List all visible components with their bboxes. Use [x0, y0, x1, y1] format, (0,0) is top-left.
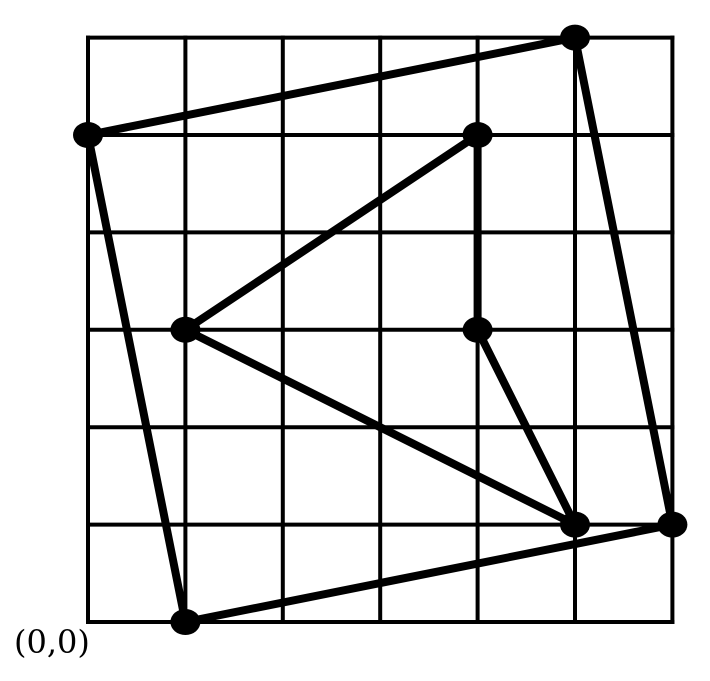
outer-polygon-vertex [170, 609, 201, 635]
points [73, 24, 688, 635]
outer-polygon-vertex [560, 24, 590, 51]
inner-polygon-vertex [560, 511, 590, 538]
outer-polygon-vertex [657, 511, 688, 538]
inner-polygon-vertex [462, 122, 493, 148]
origin-label: (0,0) [14, 623, 90, 661]
inner-polygon-vertex [462, 316, 493, 343]
outer-polygon-vertex [73, 122, 103, 148]
inner-polygon-vertex [170, 316, 201, 343]
